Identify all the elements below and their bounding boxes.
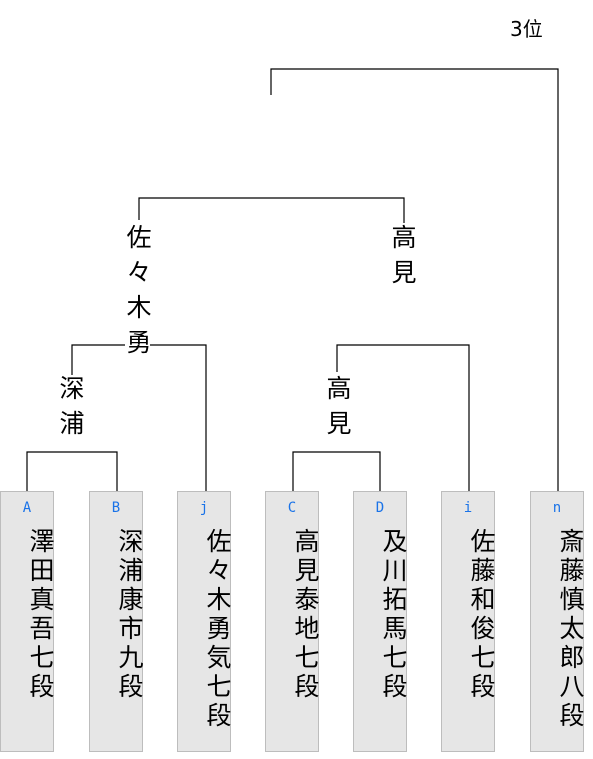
seed-label: A (22, 500, 32, 516)
winner-match-cd: 高見 (323, 375, 352, 445)
seed-label: n (552, 500, 562, 516)
player-card-c[interactable]: C 高見泰地七段 (265, 491, 320, 752)
player-name: 高見泰地七段 (291, 528, 320, 702)
seed-label: i (463, 500, 473, 516)
third-place-label: 3位 (510, 17, 543, 41)
player-card-d[interactable]: D 及川拓馬七段 (353, 491, 408, 752)
line-match-abj (71, 344, 207, 491)
winner-match-cdi: 高見 (388, 224, 417, 294)
player-card-n[interactable]: n 斎藤慎太郎八段 (530, 491, 585, 752)
player-card-a[interactable]: A 澤田真吾七段 (0, 491, 55, 752)
line-final (270, 68, 559, 491)
winner-match-ab: 深浦 (56, 375, 85, 445)
player-name: 深浦康市九段 (115, 528, 144, 702)
player-name: 佐藤和俊七段 (467, 528, 496, 702)
seed-label: C (287, 500, 297, 516)
line-semifinal (138, 197, 405, 223)
line-match-ab (26, 451, 118, 491)
line-match-cdi (336, 344, 470, 491)
player-name: 斎藤慎太郎八段 (556, 528, 585, 731)
seed-label: j (199, 500, 209, 516)
seed-label: B (111, 500, 121, 516)
winner-match-abj: 佐々木勇 (123, 224, 152, 364)
player-name: 澤田真吾七段 (26, 528, 55, 702)
player-card-b[interactable]: B 深浦康市九段 (89, 491, 144, 752)
player-card-j[interactable]: j 佐々木勇気七段 (177, 491, 232, 752)
line-match-cd (292, 451, 381, 491)
player-name: 及川拓馬七段 (379, 528, 408, 702)
player-card-i[interactable]: i 佐藤和俊七段 (441, 491, 496, 752)
player-name: 佐々木勇気七段 (203, 528, 232, 731)
seed-label: D (375, 500, 385, 516)
